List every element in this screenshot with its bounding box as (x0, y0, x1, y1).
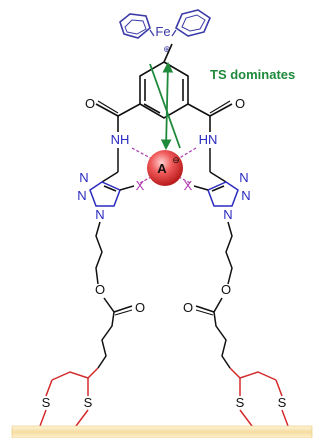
carbonyl-o-right: O (183, 300, 193, 315)
n-right-3: N (223, 207, 232, 222)
triazole-right (193, 148, 239, 207)
minus-charge: ⊖ (172, 155, 180, 165)
ester-o-right: O (221, 282, 231, 297)
gold-surface (11, 425, 313, 438)
anion-sphere-icon (131, 147, 197, 186)
ferrocene (119, 9, 211, 39)
amide-left (95, 100, 141, 132)
sulfur-anchor-right (229, 367, 289, 427)
triazole-left (89, 148, 135, 207)
sulfur-anchor-left (39, 367, 99, 427)
iron-label: Fe (155, 24, 170, 39)
oxygen-left: O (85, 96, 95, 111)
halogen-left: X (136, 178, 145, 193)
n-left-1: N (79, 170, 88, 185)
cp-ring-icon-left (119, 13, 151, 39)
carbonyl-o-left: O (135, 300, 145, 315)
n-left-3: N (95, 207, 104, 222)
nh-left: NH (111, 132, 130, 147)
linker-right (195, 221, 233, 369)
caption: TS dominates (210, 67, 295, 82)
sulfur-right-2: S (236, 395, 245, 410)
double-arrow-icon (149, 61, 181, 151)
anion-label: A (157, 161, 167, 176)
ester-o-left: O (95, 282, 105, 297)
n-right-2: N (241, 188, 250, 203)
linker-left (95, 221, 133, 369)
amide-right (187, 100, 233, 132)
cp-ring-icon-right (175, 9, 211, 37)
hn-right: HN (199, 132, 218, 147)
plus-charge: ⊕ (163, 44, 171, 54)
sulfur-left-2: S (84, 395, 93, 410)
n-right-1: N (239, 170, 248, 185)
n-left-2: N (77, 188, 86, 203)
sulfur-left-1: S (42, 395, 51, 410)
sulfur-right-1: S (278, 395, 287, 410)
benzene-core (139, 43, 189, 119)
halogen-right: X (184, 178, 193, 193)
oxygen-right: O (235, 96, 245, 111)
